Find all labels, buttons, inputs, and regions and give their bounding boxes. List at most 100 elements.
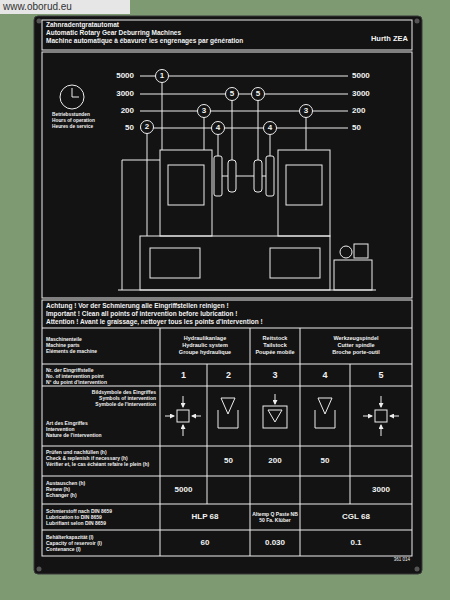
symbol-funnel <box>318 398 332 414</box>
leader-lines <box>147 76 306 236</box>
symbol-arrow <box>381 425 382 436</box>
plate-text-cell: Vérifier et, le cas échéant refaire le p… <box>46 461 158 467</box>
plate-text-cell: 50 <box>207 446 250 476</box>
plate-text-cell: Reitstock <box>251 335 299 342</box>
plate-text: Hydraulikanlage <box>184 335 227 342</box>
grid-line <box>42 530 412 531</box>
callout-number: 4 <box>216 124 220 132</box>
symbol-box <box>177 410 189 422</box>
plate-text: 5000 <box>352 71 370 81</box>
plate-text: Cutter spindle <box>338 342 375 349</box>
plate-text: Machine parts <box>46 342 80 348</box>
symbol-box <box>263 406 287 428</box>
callout-number: 5 <box>256 90 260 98</box>
plate-text: Important ! Clean all points of interven… <box>46 310 237 318</box>
plate-text-cell: Lubrication to DIN 8659 <box>46 514 158 520</box>
callout-circle: 5 <box>251 87 265 101</box>
plate-text: Austauschen (h) <box>46 480 85 486</box>
grid-line <box>250 328 251 556</box>
plate-text: Machine automatique à ébavurer les engre… <box>46 37 243 45</box>
clock-hand <box>72 97 79 98</box>
grid-line <box>300 328 301 556</box>
plate-text-cell: 5000 <box>352 71 392 81</box>
plate-text: Contenance (l) <box>46 546 81 552</box>
plate-text-cell: Betriebsstunden <box>52 112 106 118</box>
plate-text: Intervention <box>46 426 75 432</box>
machine-drawing <box>118 150 376 290</box>
plate-text: Broche porte-outil <box>332 349 380 356</box>
plate-text: Nature de l'intervention <box>46 432 102 438</box>
callout-number: 5 <box>230 90 234 98</box>
plate-text: Schmierstoff nach DIN 8659 <box>46 508 112 514</box>
plate-text-cell: Machine automatique à ébavurer les engre… <box>46 37 346 45</box>
plate-text: Capacity of reservoir (l) <box>46 540 102 546</box>
symbol-box <box>375 410 387 422</box>
screw <box>37 567 42 572</box>
plate-text: 0.1 <box>350 538 361 548</box>
table-frame <box>42 300 412 556</box>
hour-line <box>140 94 348 95</box>
plate-text: Lubrication to DIN 8659 <box>46 514 102 520</box>
plate-text-cell: Maschinenteile <box>46 336 158 342</box>
cutter-disc <box>254 160 262 192</box>
callout-number: 1 <box>160 72 164 80</box>
plate-text-cell: 200 <box>96 106 134 116</box>
clock-icon <box>60 85 84 109</box>
watermark-cell: www.oborud.eu <box>3 1 128 13</box>
plate-text: 60 <box>201 538 210 548</box>
motor <box>354 244 368 258</box>
plate-text-cell: Nr. der Eingriffstelle <box>46 367 158 373</box>
plate-text-cell: Tailstock <box>251 342 299 349</box>
plate-text-cell: Lubrifiant selon DIN 8659 <box>46 520 158 526</box>
callout-circle: 5 <box>225 87 239 101</box>
plate-text-cell: Prüfen und nachfüllen (h) <box>46 449 158 455</box>
grid-line <box>42 476 412 477</box>
symbol-arrow <box>192 416 201 417</box>
plate-text: Bildsymbole des Eingriffes <box>92 389 156 395</box>
plate-text-cell: Echanger (h) <box>46 492 158 498</box>
plate-text: Vérifier et, le cas échéant refaire le p… <box>46 461 149 467</box>
plate-text-cell: Attention ! Avant le graissage, nettoyer… <box>46 318 410 326</box>
plate-text-cell: 200 <box>352 106 392 116</box>
plate-text-cell: Werkzeugspindel <box>301 335 411 342</box>
plate-text: Check & replenish if necessary (h) <box>46 455 128 461</box>
callout-circle: 3 <box>299 104 313 118</box>
plate-text-cell: 50 <box>352 123 392 133</box>
right-head-detail <box>286 165 322 205</box>
plate-text: 200 <box>121 106 134 116</box>
clean-symbol <box>363 396 399 436</box>
plate-text: Eléments de machine <box>46 348 97 354</box>
plate-text-cell: 1 <box>160 364 207 386</box>
plate-text-cell: 3000 <box>352 89 392 99</box>
left-head-detail <box>168 165 204 205</box>
plate-text-cell: 361 014 <box>360 557 410 563</box>
plate <box>34 16 422 574</box>
shaft <box>236 176 254 177</box>
grid-line <box>42 328 412 329</box>
plate-text: CGL 68 <box>342 512 370 522</box>
plate-text: Lubrifiant selon DIN 8659 <box>46 520 106 526</box>
plate-text: Automatic Rotary Gear Deburring Machines <box>46 29 181 37</box>
plate-text-cell: 4 <box>300 364 350 386</box>
plate-text-cell: Altemp Q Paste NB 50 Fa. Klüber <box>252 504 298 530</box>
plate-title: Zahnradentgratautomat <box>46 21 119 29</box>
symbol-trough <box>315 410 335 428</box>
plate-text-cell: CGL 68 <box>300 504 412 530</box>
plate-text-cell: Intervention <box>46 426 158 432</box>
plate-text: 4 <box>322 370 327 381</box>
symbol-arrow <box>381 396 382 407</box>
plate-text-cell: Eléments de machine <box>46 348 158 354</box>
plate-text: Achtung ! Vor der Schmierung alle Eingri… <box>46 302 229 310</box>
grid-line <box>350 364 351 504</box>
plate-text: 50 <box>352 123 361 133</box>
grease-symbol <box>263 394 287 428</box>
hour-line <box>140 128 348 129</box>
shaft <box>222 176 228 177</box>
plate-text-cell: Austauschen (h) <box>46 480 158 486</box>
plate-text-cell: Achtung ! Vor der Schmierung alle Eingri… <box>46 302 410 310</box>
right-head <box>278 150 330 236</box>
plate-text: Attention ! Avant le graissage, nettoyer… <box>46 318 263 326</box>
plate-text-cell: 3000 <box>350 476 412 504</box>
symbol-arrow <box>363 416 372 417</box>
